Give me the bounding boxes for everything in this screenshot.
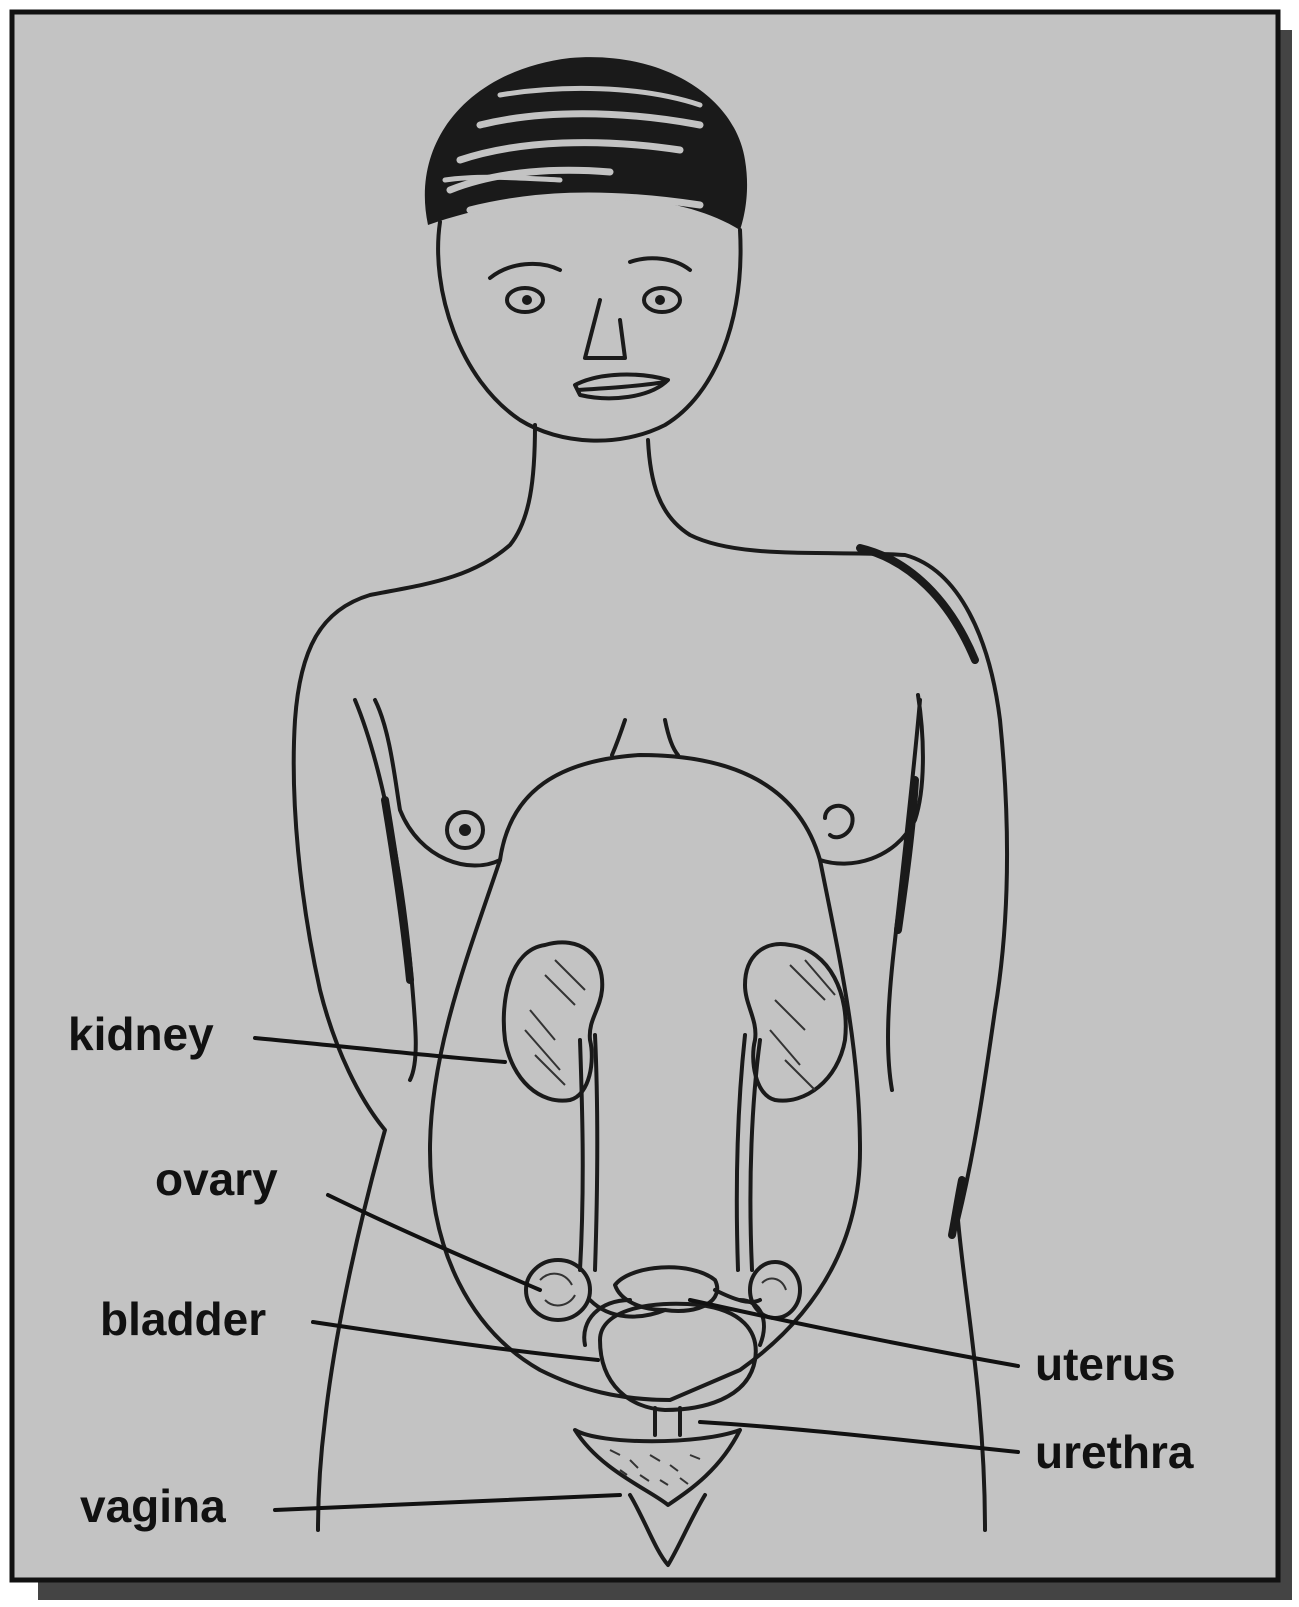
label-kidney: kidney [68, 1008, 214, 1060]
label-uterus: uterus [1035, 1338, 1176, 1390]
label-vagina: vagina [80, 1480, 226, 1532]
label-ovary: ovary [155, 1153, 278, 1205]
label-urethra: urethra [1035, 1426, 1194, 1478]
label-bladder: bladder [100, 1293, 266, 1345]
